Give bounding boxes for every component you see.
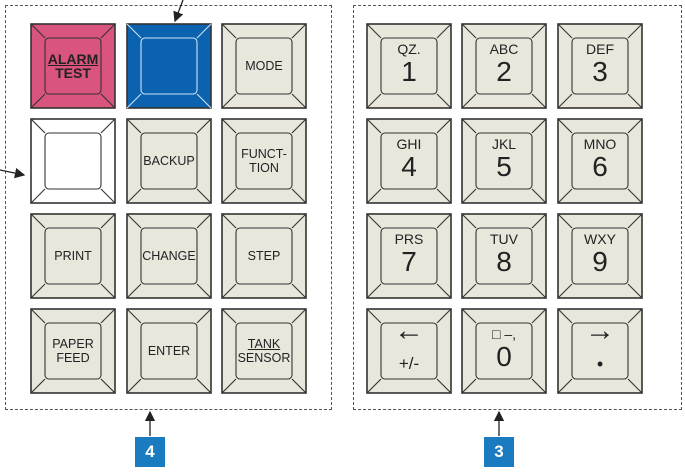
- key-digit: 3: [592, 55, 608, 87]
- numeric-key-panel: [353, 5, 682, 410]
- key-label-line: SENSOR: [237, 351, 291, 365]
- key-letters: □ –,: [491, 325, 517, 342]
- arrow-to-white-key: [0, 168, 26, 179]
- key-letters: WXY: [584, 230, 616, 247]
- key-label-line: TEST: [55, 65, 91, 81]
- key-digit-1[interactable]: QZ.1: [366, 23, 452, 109]
- key-label-line: FEED: [56, 351, 90, 365]
- key-digit: 9: [592, 245, 608, 277]
- key-digit: 8: [496, 245, 512, 277]
- callout-badge-3: 3: [484, 437, 514, 467]
- key-label-line: BACKUP: [143, 154, 195, 168]
- key-letters: GHI: [396, 135, 422, 152]
- key-label: □ –,0: [475, 322, 533, 380]
- key-label-line: ALARM: [47, 51, 99, 67]
- key-digit: 2: [496, 55, 512, 87]
- key-letters: QZ.: [397, 40, 421, 57]
- key-digit: 4: [401, 150, 417, 182]
- key-letters: MNO: [583, 135, 617, 152]
- key-letters: DEF: [586, 40, 614, 57]
- key-letters: JKL: [491, 135, 517, 152]
- key-label-line: ENTER: [147, 344, 191, 358]
- key-backup[interactable]: BACKUP: [126, 118, 212, 204]
- key-label: ← +/-: [380, 314, 438, 380]
- right-arrow-icon: →: [585, 314, 615, 347]
- key-letters: PRS: [394, 230, 424, 247]
- key-step[interactable]: STEP: [221, 213, 307, 299]
- key-white-blank[interactable]: [30, 118, 116, 204]
- key-label: FUNCT-TION: [235, 132, 293, 190]
- key-right-arrow[interactable]: →•: [557, 308, 643, 394]
- key-digit: 7: [401, 245, 417, 277]
- key-enter[interactable]: ENTER: [126, 308, 212, 394]
- key-label-line: CHANGE: [142, 249, 196, 263]
- key-label: BACKUP: [140, 132, 198, 190]
- key-label-line: TANK: [247, 337, 281, 351]
- function-key-panel: [5, 5, 332, 410]
- key-function[interactable]: FUNCT-TION: [221, 118, 307, 204]
- key-blue-blank[interactable]: [126, 23, 212, 109]
- callout-badge-4: 4: [135, 437, 165, 467]
- key-digit: +/-: [398, 354, 420, 373]
- key-letters: ABC: [489, 40, 519, 57]
- key-digit-0[interactable]: □ –,0: [461, 308, 547, 394]
- key-label-line: MODE: [245, 59, 283, 73]
- key-change[interactable]: CHANGE: [126, 213, 212, 299]
- arrow-to-blue-key: [173, 0, 184, 23]
- key-label: CHANGE: [140, 227, 198, 285]
- key-letters: TUV: [490, 230, 518, 247]
- key-label: PRINT: [44, 227, 102, 285]
- key-digit: 1: [401, 55, 417, 87]
- key-label: STEP: [235, 227, 293, 285]
- key-mode[interactable]: MODE: [221, 23, 307, 109]
- key-label-line: TION: [249, 161, 279, 175]
- key-label: MODE: [235, 37, 293, 95]
- key-label-line: STEP: [247, 249, 281, 263]
- key-label-line: PAPER: [52, 337, 94, 351]
- key-label-line: PRINT: [54, 249, 92, 263]
- key-label: ENTER: [140, 322, 198, 380]
- key-label: QZ.1: [380, 37, 438, 95]
- key-label: →•: [571, 314, 629, 380]
- key-left-arrow[interactable]: ← +/-: [366, 308, 452, 394]
- key-digit: 6: [592, 150, 608, 182]
- key-digit: 5: [496, 150, 512, 182]
- key-label-line: FUNCT-: [241, 147, 287, 161]
- key-digit: •: [596, 354, 604, 374]
- key-print[interactable]: PRINT: [30, 213, 116, 299]
- key-digit: 0: [496, 340, 512, 372]
- left-arrow-icon: ←: [394, 314, 424, 347]
